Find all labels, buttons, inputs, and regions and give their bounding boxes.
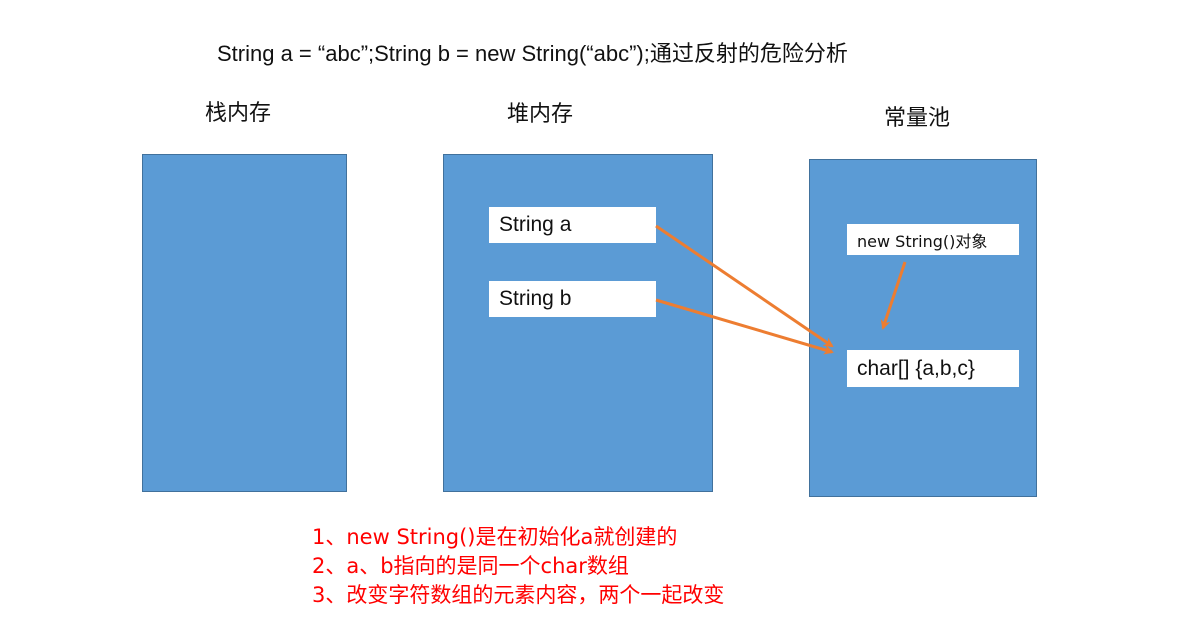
notes-block: 1、new String()是在初始化a就创建的 2、a、b指向的是同一个cha… [312, 523, 724, 610]
heap-region [443, 154, 713, 492]
stack-label: 栈内存 [205, 101, 272, 126]
pool-label: 常量池 [884, 106, 951, 131]
string-b-box: String b [489, 281, 656, 317]
char-array-box: char[] {a,b,c} [847, 350, 1019, 387]
string-a-box: String a [489, 207, 656, 243]
new-string-object-box: new String()对象 [847, 224, 1019, 255]
diagram-title: String a = “abc”;String b = new String(“… [217, 41, 848, 66]
stack-region [142, 154, 347, 492]
note-line-1: 1、new String()是在初始化a就创建的 [312, 525, 678, 549]
note-line-3: 3、改变字符数组的元素内容，两个一起改变 [312, 583, 725, 607]
note-line-2: 2、a、b指向的是同一个char数组 [312, 554, 629, 578]
heap-label: 堆内存 [507, 102, 574, 127]
pool-region [809, 159, 1037, 497]
